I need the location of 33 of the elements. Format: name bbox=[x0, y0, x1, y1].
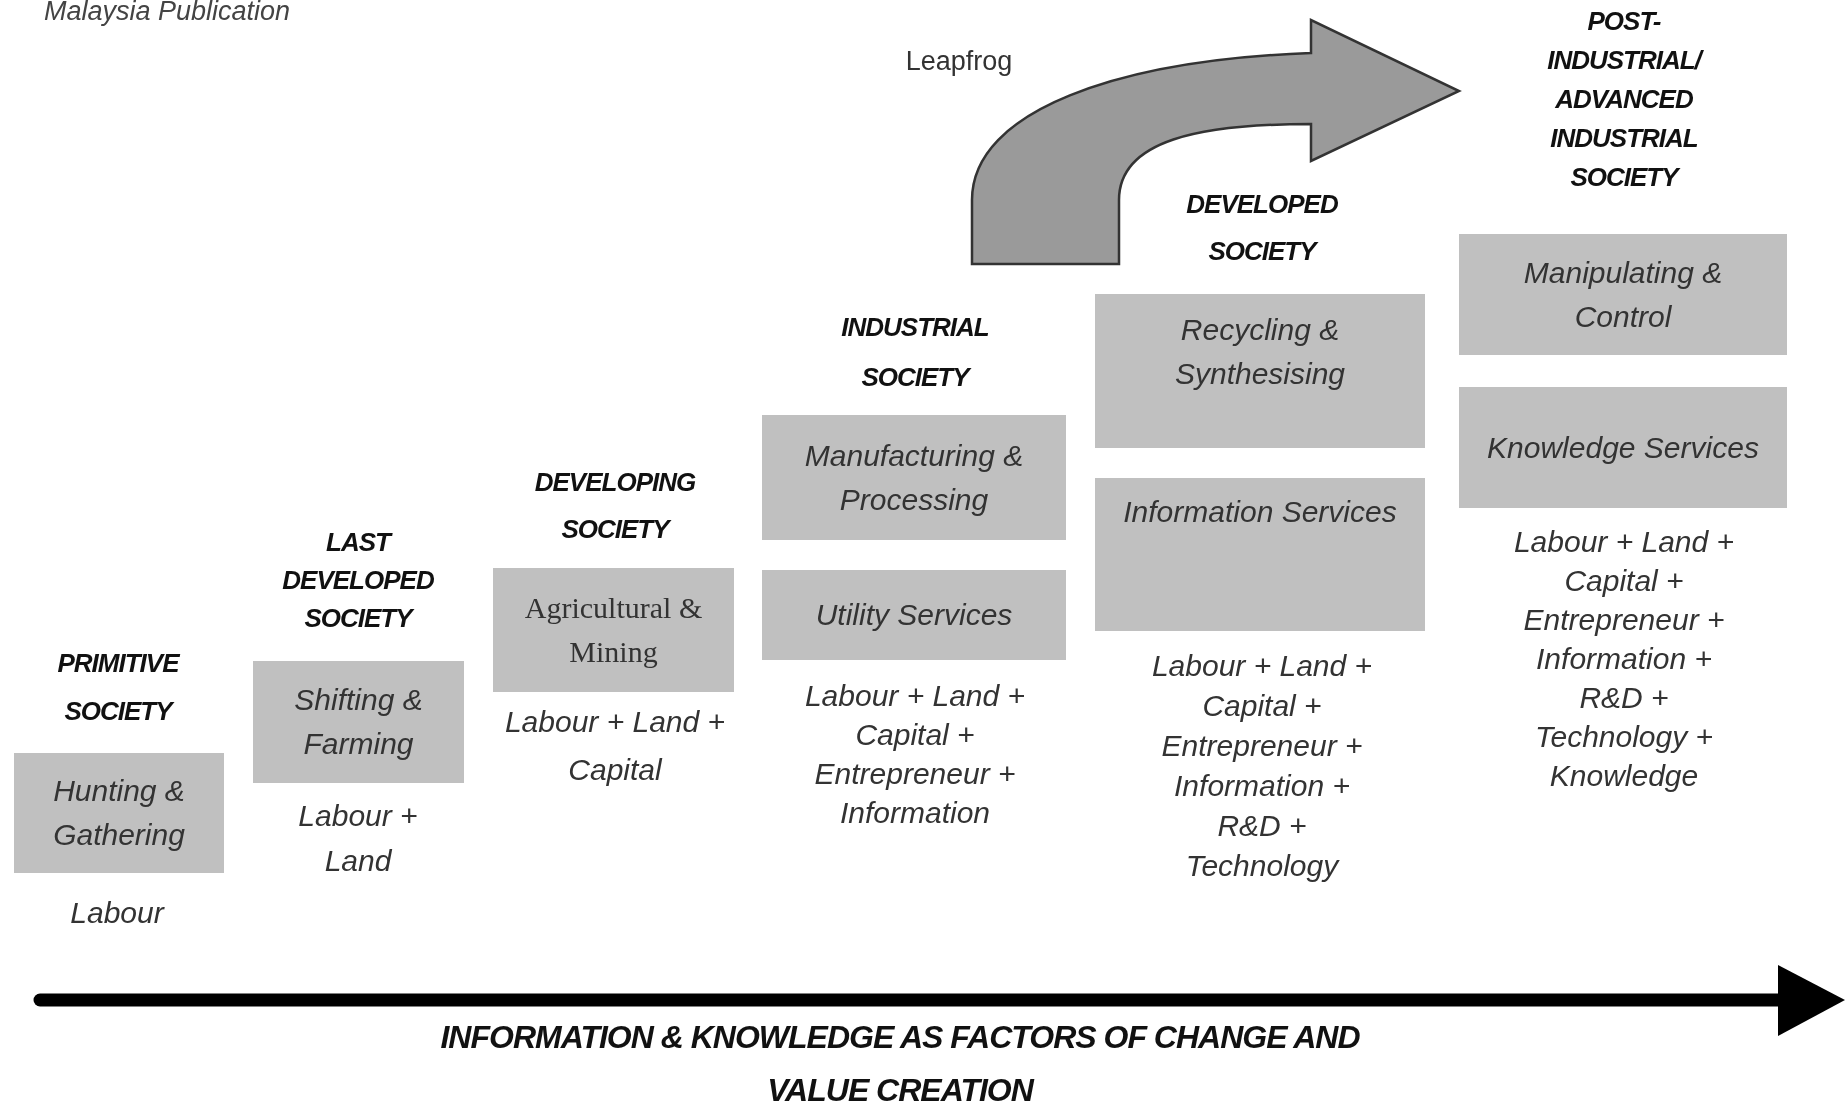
activity-text: Agricultural & Mining bbox=[523, 590, 704, 670]
activity-box bbox=[1095, 294, 1425, 448]
activity-text: Information Services bbox=[1122, 494, 1398, 530]
activity-text: Shifting & Farming bbox=[293, 682, 424, 762]
stage-heading: LAST DEVELOPED SOCIETY bbox=[281, 526, 435, 635]
activity-box bbox=[493, 568, 734, 692]
stage-heading: INDUSTRIAL SOCIETY bbox=[840, 311, 990, 394]
stage-heading: PRIMITIVE SOCIETY bbox=[56, 647, 181, 728]
stage-heading: POST-INDUSTRIAL/ ADVANCED INDUSTRIAL SOCIETY bbox=[1529, 2, 1719, 197]
stage-heading: DEVELOPED SOCIETY bbox=[1185, 188, 1339, 268]
activity-text: Hunting & Gathering bbox=[52, 773, 186, 853]
activity-box bbox=[762, 570, 1066, 660]
arrow-label: Leapfrog bbox=[904, 45, 1014, 78]
activity-text: Manipulating & Control bbox=[1522, 254, 1724, 335]
stage-heading: DEVELOPING SOCIETY bbox=[533, 466, 697, 546]
activity-text: Manufacturing & Processing bbox=[803, 437, 1025, 518]
factors-text: Labour + Land + Capital + Entrepreneur + Information bbox=[803, 678, 1027, 831]
activity-box bbox=[762, 415, 1066, 540]
factors-text: Labour + Land bbox=[297, 798, 419, 879]
activity-text: Knowledge Services bbox=[1486, 429, 1760, 466]
activity-text: Utility Services bbox=[814, 597, 1014, 633]
activity-text: Recycling & Synthesising bbox=[1173, 312, 1347, 392]
activity-box bbox=[253, 661, 464, 783]
factors-text: Labour + Land + Capital + Entrepreneur + Information + R&D + Technology bbox=[1150, 648, 1374, 884]
source-note: Malaysia Publication bbox=[44, 0, 291, 28]
factors-text: Labour + Land + Capital bbox=[503, 704, 727, 788]
factors-text: Labour + Land + Capital + Entrepreneur + Information + R&D + Technology + Knowledge bbox=[1512, 524, 1736, 794]
activity-box bbox=[1459, 234, 1787, 355]
activity-box bbox=[1459, 387, 1787, 508]
axis-caption: INFORMATION & KNOWLEDGE AS FACTORS OF CHANGE AND VALUE CREATION bbox=[439, 1018, 1361, 1109]
activity-box bbox=[1095, 478, 1425, 631]
factors-text: Labour bbox=[69, 895, 166, 931]
activity-box bbox=[14, 753, 224, 873]
